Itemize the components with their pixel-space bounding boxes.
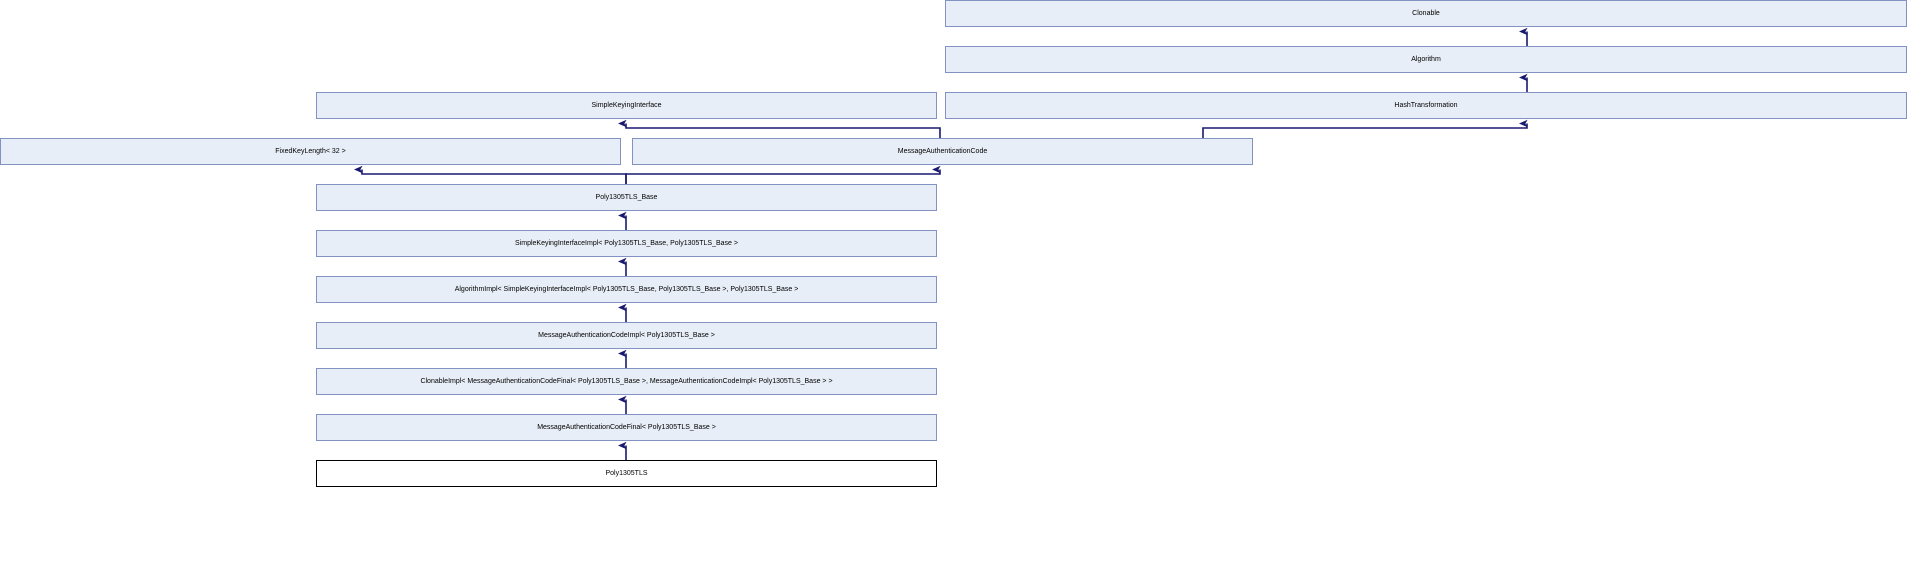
node-clonable-impl[interactable]: ClonableImpl< MessageAuthenticationCodeF… [316,368,937,395]
node-label-algorithm-impl: AlgorithmImpl< SimpleKeyingInterfaceImpl… [454,286,799,293]
node-label-algorithm: Algorithm [1411,56,1441,63]
node-label-clonable-impl: ClonableImpl< MessageAuthenticationCodeF… [420,378,833,385]
edge-base-to-fixedkeylength [354,165,627,184]
node-poly1305tls[interactable]: Poly1305TLS [316,460,937,487]
edge-mac-to-hashtransformation [1202,119,1528,138]
edge-base-to-mac [625,165,941,184]
node-label-message-authentication-code: MessageAuthenticationCode [897,148,988,155]
node-label-simple-keying-interface: SimpleKeyingInterface [591,102,662,109]
node-poly1305tls-base[interactable]: Poly1305TLS_Base [316,184,937,211]
node-message-authentication-code-final[interactable]: MessageAuthenticationCodeFinal< Poly1305… [316,414,937,441]
node-simple-keying-interface-impl[interactable]: SimpleKeyingInterfaceImpl< Poly1305TLS_B… [316,230,937,257]
node-clonable[interactable]: Clonable [945,0,1907,27]
node-algorithm-impl[interactable]: AlgorithmImpl< SimpleKeyingInterfaceImpl… [316,276,937,303]
node-fixed-key-length[interactable]: FixedKeyLength< 32 > [0,138,621,165]
node-label-message-authentication-code-final: MessageAuthenticationCodeFinal< Poly1305… [537,424,716,431]
node-label-hash-transformation: HashTransformation [1394,102,1458,109]
node-label-clonable: Clonable [1412,10,1440,17]
node-label-message-authentication-code-impl: MessageAuthenticationCodeImpl< Poly1305T… [538,332,715,339]
node-simple-keying-interface[interactable]: SimpleKeyingInterface [316,92,937,119]
node-label-fixed-key-length: FixedKeyLength< 32 > [275,148,346,155]
node-message-authentication-code[interactable]: MessageAuthenticationCode [632,138,1253,165]
node-algorithm[interactable]: Algorithm [945,46,1907,73]
node-label-simple-keying-interface-impl: SimpleKeyingInterfaceImpl< Poly1305TLS_B… [515,240,738,247]
node-message-authentication-code-impl[interactable]: MessageAuthenticationCodeImpl< Poly1305T… [316,322,937,349]
node-label-poly1305tls-base: Poly1305TLS_Base [595,194,658,201]
edge-fixedkeylength-to-simplekeyinginterface [618,119,941,138]
node-hash-transformation[interactable]: HashTransformation [945,92,1907,119]
node-label-poly1305tls: Poly1305TLS [605,470,648,477]
